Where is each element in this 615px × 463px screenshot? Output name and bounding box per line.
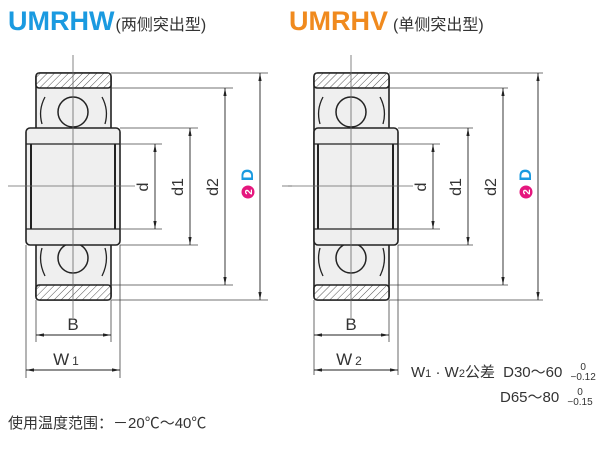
tol-w1-sub: 1 — [425, 368, 432, 380]
label-d1: d1 — [448, 178, 465, 196]
model-desc-umrhv: (单侧突出型) — [393, 17, 484, 34]
tol-range: D65～80 — [500, 389, 560, 406]
tol-upper: 0 — [580, 362, 586, 374]
label-d2: d2 — [205, 178, 222, 196]
shield-mark — [317, 247, 324, 277]
label-d2: d2 — [483, 178, 500, 196]
tol-w2: W — [444, 364, 459, 381]
badge-2-icon — [241, 185, 255, 199]
outer-ring-section-top — [313, 72, 390, 89]
shield-mark — [379, 96, 386, 125]
label-B: B — [345, 315, 356, 334]
tolerance-note-row-1: W1 · W2公差 D30～60 0−0.12 — [411, 361, 596, 383]
temperature-range-note: 使用温度范围：－20℃～40℃ — [8, 412, 206, 433]
badge-2-icon — [519, 185, 533, 199]
shield-mark — [317, 96, 324, 125]
temperature-label: 使用温度范围： — [8, 415, 114, 432]
tol-separator: · — [431, 364, 445, 381]
label-d: d — [135, 183, 152, 192]
outer-ring-section-bottom — [35, 284, 112, 301]
tol-w1: W — [411, 364, 426, 381]
title-umrhw: UMRHW(两侧突出型) — [8, 6, 206, 37]
temperature-value: －20℃～40℃ — [113, 415, 207, 432]
model-desc-umrhw: (两侧突出型) — [115, 17, 207, 34]
title-umrhv: UMRHV (单侧突出型) — [289, 6, 484, 37]
label-D: D 2 — [238, 169, 257, 199]
tol-limits: 0−0.15 — [567, 388, 592, 408]
tol-limits: 0−0.12 — [571, 363, 596, 383]
label-d: d — [413, 183, 430, 192]
label-D-letter: D — [238, 169, 257, 181]
shield-mark — [39, 247, 46, 277]
shield-mark — [101, 96, 108, 125]
outer-ring-section-bottom — [313, 284, 390, 301]
shield-mark — [101, 247, 108, 277]
model-name-umrhv: UMRHV — [289, 6, 388, 36]
label-d1: d1 — [170, 178, 187, 196]
shield-mark — [39, 96, 46, 125]
tolerance-note-row-2: D65～80 0−0.15 — [500, 386, 593, 408]
tol-w2-sub: 2 — [458, 368, 465, 380]
tol-lower: −0.15 — [567, 397, 593, 409]
inner-ring — [313, 127, 399, 246]
shield-mark — [379, 247, 386, 277]
label-B: B — [67, 315, 78, 334]
label-D: D 2 — [516, 169, 535, 199]
tol-lower: −0.12 — [570, 372, 596, 384]
outer-ring-section-top — [35, 72, 112, 89]
tol-range: D30～60 — [503, 364, 563, 381]
tol-label: 公差 — [464, 364, 495, 381]
badge-2-text: 2 — [522, 189, 533, 195]
badge-2-text: 2 — [244, 189, 255, 195]
tol-upper: 0 — [577, 387, 583, 399]
model-name-umrhw: UMRHW — [8, 6, 115, 36]
label-D-letter: D — [516, 169, 535, 181]
